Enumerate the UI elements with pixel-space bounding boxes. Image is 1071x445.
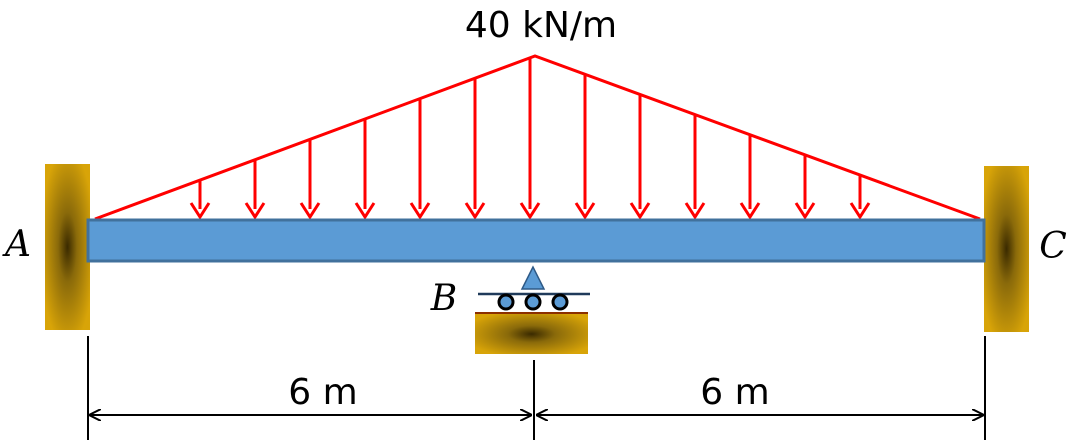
wall-support-a xyxy=(45,164,90,330)
load-arrow-head xyxy=(409,202,431,220)
roller-wheel xyxy=(497,293,515,311)
load-arrow-head xyxy=(244,202,266,220)
support-label-b: B xyxy=(430,278,457,319)
load-outline xyxy=(94,54,981,221)
roller-wheel xyxy=(524,293,542,311)
load-arrow-head xyxy=(794,202,816,220)
load-arrow-head xyxy=(574,202,596,220)
wall-support-c xyxy=(984,166,1029,332)
load-arrow-head xyxy=(519,202,541,220)
roller-pin-triangle xyxy=(520,265,546,290)
beam xyxy=(86,218,986,263)
support-label-c: C xyxy=(1039,226,1067,267)
dimension-label-ab: 6 m xyxy=(288,372,357,413)
load-arrow-head xyxy=(849,202,871,220)
load-arrow-head xyxy=(299,202,321,220)
roller-ground-block xyxy=(475,314,588,354)
load-arrow-head xyxy=(629,202,651,220)
load-label: 40 kN/m xyxy=(465,5,617,46)
load-arrow-head xyxy=(464,202,486,220)
dimension-label-bc: 6 m xyxy=(700,372,769,413)
distributed-load xyxy=(94,54,981,221)
load-arrow-head xyxy=(684,202,706,220)
load-arrow-head xyxy=(189,202,211,220)
roller-wheel xyxy=(551,293,569,311)
roller-support-b xyxy=(475,265,590,354)
load-arrow-head xyxy=(354,202,376,220)
load-arrow-head xyxy=(739,202,761,220)
support-label-a: A xyxy=(2,224,31,265)
